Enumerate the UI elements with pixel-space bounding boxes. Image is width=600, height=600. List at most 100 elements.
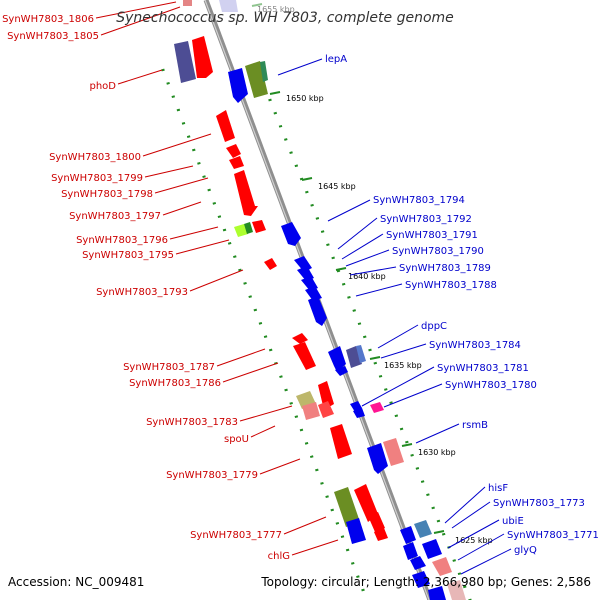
gene-label[interactable]: SynWH7803_1800	[49, 133, 212, 163]
gene-label[interactable]: SynWH7803_1791	[341, 230, 478, 260]
gene-label[interactable]: SynWH7803_1784	[380, 340, 521, 359]
gene-label[interactable]: spoU	[224, 425, 276, 445]
gene-label[interactable]: ubiE	[447, 516, 524, 549]
gene-label[interactable]: chlG	[268, 539, 339, 562]
guide-dash	[361, 588, 365, 592]
gene-label[interactable]: SynWH7803_1795	[82, 239, 230, 261]
guide-dash	[305, 190, 309, 194]
gene-feature	[330, 424, 352, 459]
svg-text:dppC: dppC	[421, 321, 447, 332]
guide-dash	[441, 532, 446, 536]
svg-text:chlG: chlG	[268, 551, 290, 562]
guide-dash	[284, 388, 288, 392]
ruler-tick: 1650 kbp	[269, 91, 324, 103]
guide-dash	[171, 95, 176, 99]
gene-label[interactable]: SynWH7803_1793	[96, 269, 244, 298]
svg-text:ubiE: ubiE	[502, 516, 524, 527]
gene-label[interactable]: SynWH7803_1787	[123, 348, 266, 373]
gene-feature	[353, 408, 365, 418]
gene-label[interactable]: SynWH7803_1777	[190, 516, 327, 541]
gene-label[interactable]: lepA	[277, 54, 347, 76]
guide-dash	[299, 428, 304, 432]
gene-label[interactable]: hisF	[444, 483, 508, 524]
gene-label[interactable]: phoD	[89, 69, 163, 92]
gene-feature	[192, 36, 213, 78]
guide-dash	[457, 572, 462, 576]
guide-dash	[258, 321, 263, 325]
guide-dash	[394, 414, 399, 418]
gene-feature	[334, 487, 360, 527]
gene-label[interactable]: SynWH7803_1798	[61, 177, 209, 200]
ruler-tick: 1635 kbp	[369, 356, 422, 370]
guide-dash	[278, 124, 283, 128]
gene-label[interactable]: SynWH7803_1786	[129, 362, 279, 389]
gene-feature	[318, 401, 334, 418]
gene-label[interactable]: SynWH7803_1788	[355, 280, 497, 297]
gene-feature	[281, 222, 301, 246]
guide-dash	[309, 455, 314, 459]
gene-feature	[252, 220, 266, 233]
gene-feature	[264, 258, 277, 270]
svg-text:SynWH7803_1799: SynWH7803_1799	[51, 173, 143, 184]
svg-text:SynWH7803_1781: SynWH7803_1781	[437, 363, 529, 374]
guide-dash	[436, 519, 441, 523]
gene-feature	[260, 61, 268, 82]
svg-text:lepA: lepA	[325, 54, 347, 65]
guide-dash	[356, 575, 360, 579]
svg-text:glyQ: glyQ	[514, 545, 537, 556]
gene-label[interactable]: SynWH7803_1771	[457, 530, 599, 561]
gene-label[interactable]: SynWH7803_1789	[349, 263, 491, 276]
accession-text: Accession: NC_009481	[8, 575, 144, 589]
guide-dash	[315, 468, 319, 472]
guide-dash	[273, 111, 278, 115]
gene-feature	[368, 512, 385, 532]
guide-dash	[368, 348, 372, 352]
guide-dash	[357, 322, 362, 326]
gene-label[interactable]: dppC	[377, 321, 447, 349]
guide-dash	[253, 308, 258, 312]
svg-text:SynWH7803_1783: SynWH7803_1783	[146, 417, 238, 428]
svg-text:SynWH7803_1791: SynWH7803_1791	[386, 230, 478, 241]
ruler-label: 1630 kbp	[418, 448, 456, 457]
guide-dash	[320, 481, 324, 485]
gene-label[interactable]: SynWH7803_1796	[76, 226, 219, 246]
guide-dash	[352, 309, 356, 312]
svg-text:SynWH7803_1806: SynWH7803_1806	[2, 14, 94, 25]
gene-label[interactable]: rsmB	[415, 420, 488, 444]
gene-label[interactable]: SynWH7803_1797	[69, 201, 202, 222]
gene-label[interactable]: SynWH7803_1780	[383, 380, 537, 408]
gene-label[interactable]: SynWH7803_1799	[51, 165, 194, 184]
gene-label[interactable]: SynWH7803_1790	[345, 246, 484, 267]
guide-dash	[405, 440, 409, 444]
guide-dash	[217, 215, 222, 219]
gene-feature	[318, 381, 334, 410]
gene-feature	[356, 345, 366, 363]
gene-label[interactable]: SynWH7803_1779	[166, 458, 301, 481]
gene-features	[174, 0, 466, 600]
gene-label[interactable]: SynWH7803_1805	[7, 6, 181, 42]
gene-label[interactable]: SynWH7803_1781	[361, 363, 529, 407]
gene-feature	[292, 333, 308, 344]
svg-text:SynWH7803_1794: SynWH7803_1794	[373, 195, 465, 206]
svg-text:SynWH7803_1773: SynWH7803_1773	[493, 498, 585, 509]
guide-dash	[268, 348, 273, 352]
gene-label[interactable]: SynWH7803_1794	[327, 195, 465, 222]
guide-dash	[410, 453, 414, 457]
gene-feature	[293, 342, 316, 370]
guide-dash	[304, 441, 309, 445]
guide-dash	[330, 508, 334, 512]
gene-label[interactable]: glyQ	[460, 545, 537, 575]
gene-label[interactable]: SynWH7803_1806	[2, 1, 177, 25]
svg-text:SynWH7803_1784: SynWH7803_1784	[429, 340, 521, 351]
guide-dash	[243, 281, 247, 285]
ruler-tick: 1645 kbp	[301, 177, 356, 191]
gene-feature	[447, 580, 466, 600]
gene-label[interactable]: SynWH7803_1792	[337, 214, 472, 250]
gene-feature	[410, 556, 426, 570]
gene-label[interactable]: SynWH7803_1773	[451, 498, 585, 529]
gene-feature	[183, 0, 192, 6]
gene-feature	[346, 518, 366, 544]
feature-guide-lines	[161, 68, 472, 600]
guide-dash	[426, 493, 430, 497]
gene-label[interactable]: SynWH7803_1783	[146, 405, 293, 428]
